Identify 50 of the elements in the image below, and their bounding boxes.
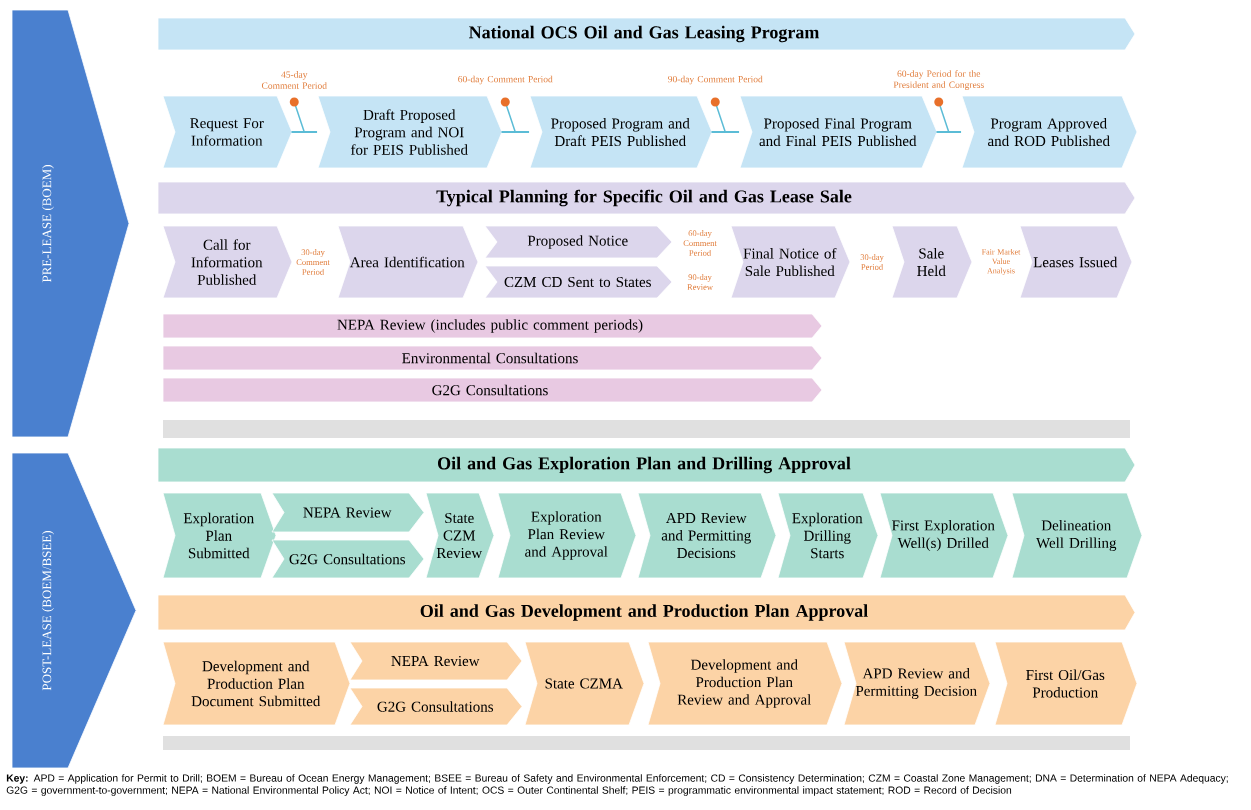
phase-band: PRE-LEASE (BOEM): [11, 9, 130, 438]
process-step: Development and Production Plan Review and Approval: [647, 641, 843, 726]
edge-label: 90-day Comment Period: [668, 75, 763, 85]
period-note: 30-day Period: [860, 254, 884, 270]
process-step: State CZM Review: [425, 492, 495, 579]
process-step: Leases Issued: [1019, 225, 1133, 299]
period-note: 60-day Comment Period: [683, 230, 717, 256]
process-step: Request For Information: [162, 95, 293, 169]
period-note: Fair Market Value Analysis: [981, 248, 1021, 276]
process-step: Program Approved and ROD Published: [961, 95, 1138, 169]
section-banner: Typical Planning for Specific Oil and Gas Lease Sale: [157, 181, 1136, 215]
process-step: Sale Held: [891, 225, 973, 299]
process-step: Exploration Plan Review and Approval: [497, 492, 637, 579]
process-step: Delineation Well Drilling: [1011, 492, 1143, 579]
connector-line: [935, 131, 963, 133]
connector-line: [500, 131, 531, 133]
process-step: NEPA Review: [271, 492, 425, 533]
review-bar: NEPA Review (includes public comment periods): [162, 313, 823, 339]
section-banner: Oil and Gas Exploration Plan and Drilling Approval: [157, 447, 1136, 483]
process-step: Call for Information Published: [162, 225, 293, 299]
phase-band: POST-LEASE (BOEM/BSEE): [11, 452, 137, 769]
edge-label: 45-day Comment Period: [261, 71, 327, 89]
process-step: NEPA Review: [349, 641, 523, 681]
process-step: Exploration Drilling Starts: [777, 492, 879, 579]
period-note: 30-day Comment Period: [296, 249, 330, 275]
process-step: Proposed Final Program and Final PEIS Published: [739, 95, 938, 169]
edge-label: 60-day Comment Period: [458, 75, 553, 85]
process-step: Proposed Program and Draft PEIS Published: [529, 95, 713, 169]
process-step: CZM CD Sent to States: [484, 265, 673, 299]
edge-label: 60-day Period for the President and Congress: [893, 70, 984, 90]
connector-line: [290, 131, 319, 133]
process-step: First Exploration Well(s) Drilled: [879, 492, 1009, 579]
process-step: Exploration Plan Submitted: [162, 492, 277, 579]
review-bar: Environmental Consultations: [162, 345, 823, 371]
period-note: 90-day Review: [687, 274, 713, 290]
section-banner: Oil and Gas Development and Production Plan Approval: [157, 594, 1136, 631]
process-step: APD Review and Permitting Decisions: [637, 492, 777, 579]
process-step: G2G Consultations: [349, 687, 523, 726]
process-step: Development and Production Plan Document Submitted: [162, 641, 351, 726]
process-step: Proposed Notice: [484, 225, 673, 259]
review-bar: G2G Consultations: [162, 377, 823, 403]
process-step: G2G Consultations: [271, 539, 425, 579]
process-step: Area Identification: [337, 225, 479, 299]
process-step: First Oil/Gas Production: [994, 641, 1138, 726]
connector-line: [710, 131, 741, 133]
process-step: Final Notice of Sale Published: [730, 225, 851, 299]
process-step: State CZMA: [524, 641, 645, 726]
section-banner: National OCS Oil and Gas Leasing Program: [157, 17, 1136, 51]
process-step: APD Review and Permitting Decision: [843, 641, 991, 726]
process-step: Draft Proposed Program and NOI for PEIS Published: [317, 95, 503, 169]
